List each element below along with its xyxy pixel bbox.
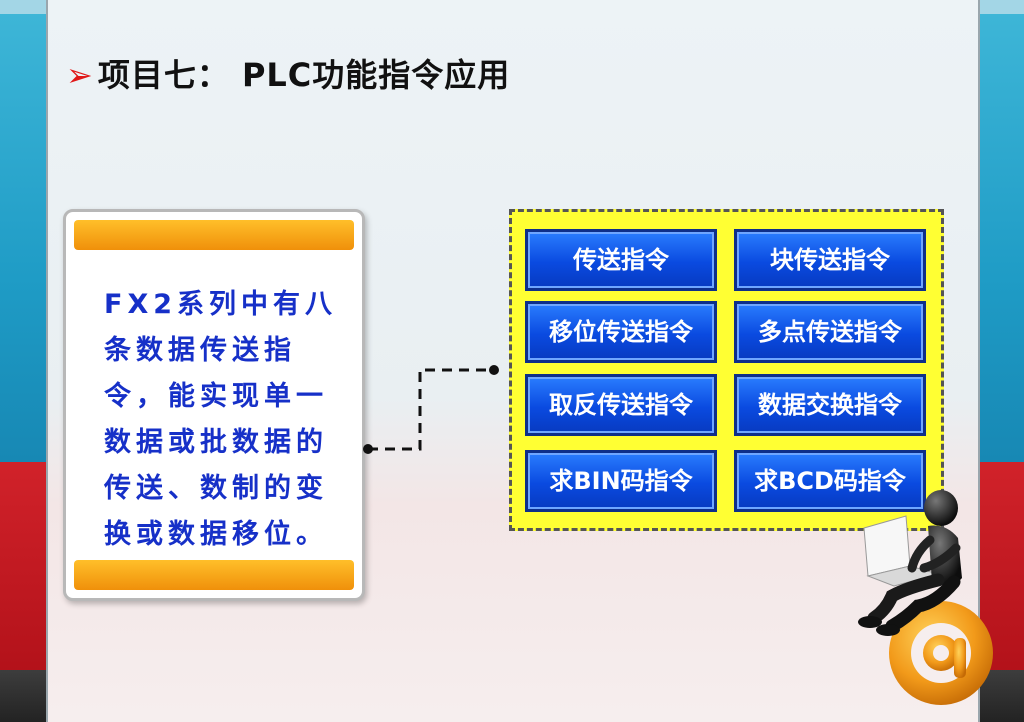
card-top-bar [74, 220, 354, 250]
grey-band [0, 670, 46, 722]
red-band [0, 462, 46, 670]
left-side-band [0, 0, 46, 722]
instr-button-bcd-code[interactable]: 求BCD码指令 [734, 450, 926, 512]
title-text: 项目七： PLC功能指令应用 [97, 56, 511, 94]
grey-band [980, 670, 1024, 722]
instr-button-block-transfer[interactable]: 块传送指令 [734, 229, 926, 291]
card-bottom-bar [74, 560, 354, 590]
top-light-band [980, 0, 1024, 14]
figure-at-symbol-icon [858, 490, 993, 705]
connector-end-dot [489, 365, 499, 375]
instr-button-multi-point-transfer[interactable]: 多点传送指令 [734, 301, 926, 363]
page-title: ➢项目七： PLC功能指令应用 [66, 50, 510, 96]
instruction-grid: 传送指令 块传送指令 移位传送指令 多点传送指令 取反传送指令 数据交换指令 求… [509, 209, 944, 531]
instr-button-invert-transfer[interactable]: 取反传送指令 [525, 374, 717, 436]
top-light-band [0, 0, 46, 14]
note-card: FX2系列中有八条数据传送指令，能实现单一数据或批数据的传送、数制的变换或数据移… [63, 209, 365, 601]
instr-button-shift-transfer[interactable]: 移位传送指令 [525, 301, 717, 363]
note-text: FX2系列中有八条数据传送指令，能实现单一数据或批数据的传送、数制的变换或数据移… [104, 289, 338, 550]
blue-band [0, 0, 46, 462]
connector-line [363, 365, 499, 454]
instr-button-data-exchange[interactable]: 数据交换指令 [734, 374, 926, 436]
blue-band [980, 0, 1024, 462]
arrow-bullet-icon: ➢ [66, 56, 94, 94]
instr-button-bin-code[interactable]: 求BIN码指令 [525, 450, 717, 512]
connector-start-dot [363, 444, 373, 454]
instr-button-transfer[interactable]: 传送指令 [525, 229, 717, 291]
